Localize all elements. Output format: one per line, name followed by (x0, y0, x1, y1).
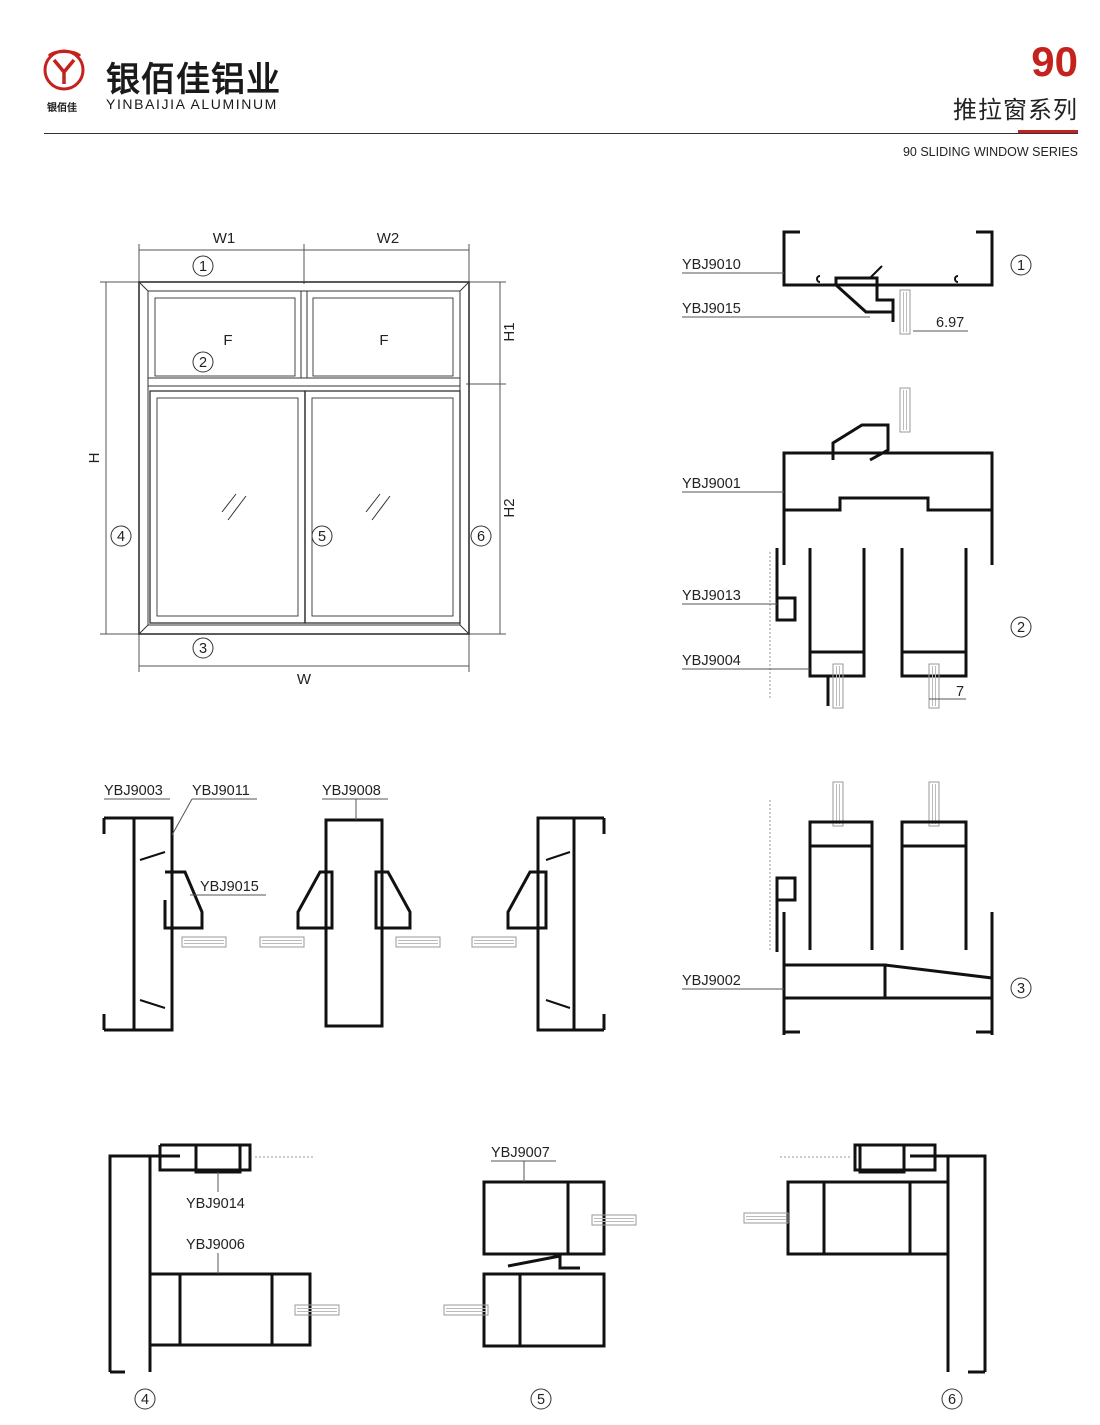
marker-3: 3 (192, 637, 214, 659)
marker-5: 5 (311, 525, 333, 547)
series-title-en: 90 SLIDING WINDOW SERIES (902, 145, 1078, 159)
window-elevation (100, 244, 506, 672)
section-bottom-labels: YBJ9014 YBJ9006 YBJ9007 4 5 6 (134, 1145, 963, 1410)
marker-section-6: 6 (941, 1388, 963, 1410)
svg-text:3: 3 (199, 641, 207, 657)
svg-text:4: 4 (141, 1392, 149, 1408)
svg-text:4: 4 (117, 529, 125, 545)
dim-w: W (297, 671, 312, 688)
dim-6-97: 6.97 (936, 315, 964, 331)
marker-section-3: 3 (1010, 977, 1032, 999)
marker-section-1: 1 (1010, 254, 1032, 276)
part-ybj9010: YBJ9010 (682, 257, 741, 273)
part-ybj9014: YBJ9014 (186, 1196, 245, 1212)
svg-text:6: 6 (477, 529, 485, 545)
part-ybj9015-mid: YBJ9015 (200, 879, 259, 895)
section-middle-labels: YBJ9003 YBJ9011 YBJ9015 YBJ9008 (104, 783, 388, 896)
svg-text:2: 2 (1017, 620, 1025, 636)
accent-bar (1018, 130, 1078, 133)
section-middle-row (102, 816, 606, 1032)
svg-text:3: 3 (1017, 981, 1025, 997)
dim-h2: H2 (501, 498, 518, 517)
svg-text:1: 1 (1017, 258, 1025, 274)
section-3-labels: YBJ9002 3 (682, 973, 1032, 999)
svg-text:5: 5 (318, 529, 326, 545)
section-1-labels: YBJ9010 YBJ9015 6.97 1 (682, 254, 1032, 332)
marker-1: 1 (192, 255, 214, 277)
brand-logo-icon (43, 49, 85, 91)
dim-w2: W2 (377, 230, 400, 247)
svg-text:2: 2 (199, 355, 207, 371)
section-2-labels: YBJ9001 YBJ9013 YBJ9004 7 2 (682, 476, 1032, 700)
part-ybj9003: YBJ9003 (104, 783, 163, 799)
part-ybj9011: YBJ9011 (192, 783, 250, 799)
marker-section-4: 4 (134, 1388, 156, 1410)
brand-name-en: YINBAIJIA ALUMINUM (106, 96, 278, 112)
marker-section-5: 5 (530, 1388, 552, 1410)
marker-4: 4 (110, 525, 132, 547)
part-ybj9007: YBJ9007 (491, 1145, 550, 1161)
fixed-pane-label-left: F (223, 332, 232, 349)
elevation-markers: 1 2 3 4 5 6 (110, 255, 492, 659)
dim-w1: W1 (213, 230, 236, 247)
svg-text:1: 1 (199, 259, 207, 275)
fixed-pane-label-right: F (379, 332, 388, 349)
dim-h1: H1 (501, 322, 518, 341)
part-ybj9001: YBJ9001 (682, 476, 741, 492)
part-ybj9013: YBJ9013 (682, 588, 741, 604)
dim-h: H (86, 453, 103, 464)
header-divider (44, 133, 1078, 134)
svg-text:6: 6 (948, 1392, 956, 1408)
section-1 (782, 230, 994, 335)
svg-text:5: 5 (537, 1392, 545, 1408)
part-ybj9002: YBJ9002 (682, 973, 741, 989)
logo-subtitle: 银佰佳 (47, 103, 77, 114)
brand-name-cn: 银佰佳铝业 (106, 60, 281, 100)
elevation-labels: W1 W2 W H H1 H2 F F (86, 230, 518, 688)
marker-2: 2 (192, 351, 214, 373)
part-ybj9004: YBJ9004 (682, 653, 741, 669)
dim-7: 7 (956, 684, 964, 700)
section-3 (769, 781, 994, 1035)
series-number: 90 (1031, 38, 1078, 85)
marker-section-2: 2 (1010, 616, 1032, 638)
series-title-cn: 推拉窗系列 (953, 96, 1078, 124)
part-ybj9015-top: YBJ9015 (682, 301, 741, 317)
marker-6: 6 (470, 525, 492, 547)
part-ybj9008: YBJ9008 (322, 783, 381, 799)
section-2 (769, 387, 994, 709)
section-bottom-row (108, 1143, 987, 1374)
part-ybj9006: YBJ9006 (186, 1237, 245, 1253)
